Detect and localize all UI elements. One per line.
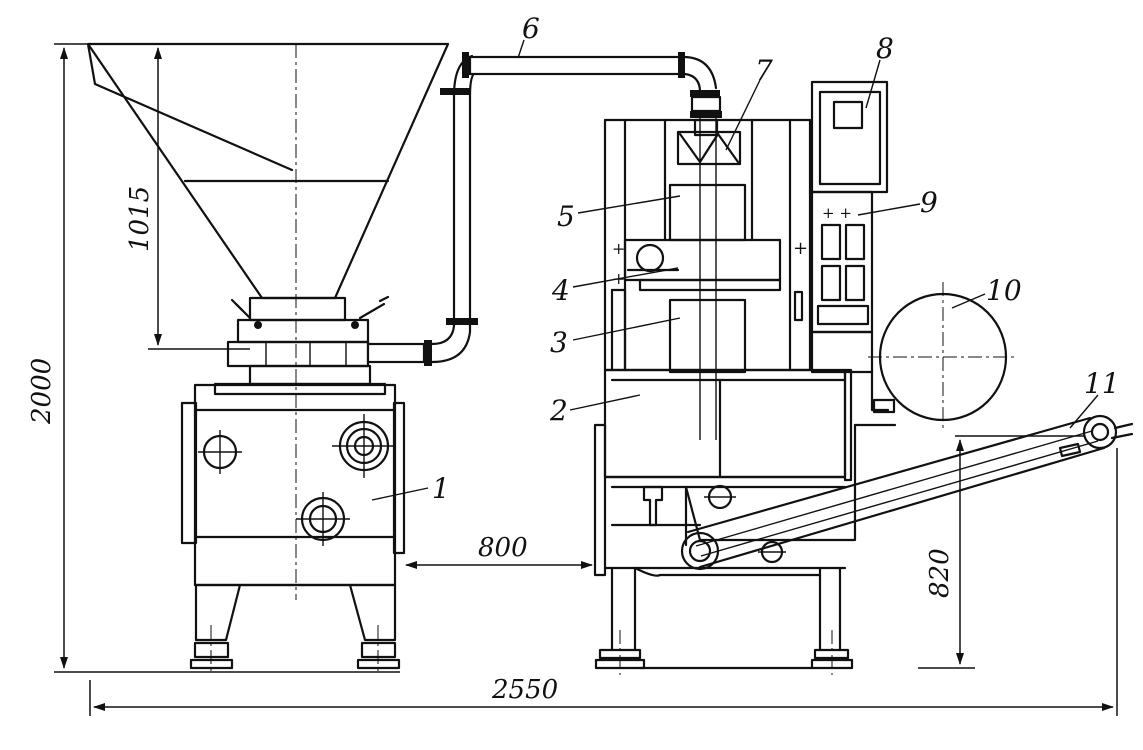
callout-leaders [371, 39, 1099, 501]
dim-gap: 800 [478, 533, 528, 563]
reel [868, 282, 1018, 432]
dosing-unit-body [180, 383, 406, 587]
svg-text:+ +: + + [822, 204, 852, 222]
packing-base [593, 368, 854, 675]
dimension-labels: 2000 1015 800 820 2550 [27, 186, 955, 705]
callout-9: 9 [920, 186, 938, 219]
callout-5: 5 [557, 200, 575, 233]
callout-1: 1 [432, 472, 450, 505]
conveyor [680, 414, 1134, 571]
callout-8: 8 [876, 32, 894, 65]
callout-2: 2 [549, 394, 568, 427]
control-cabinet: + + [810, 80, 889, 374]
dim-hopper-height: 1015 [125, 186, 155, 252]
dim-overall-height: 2000 [27, 358, 57, 425]
callout-11: 11 [1084, 367, 1120, 400]
callout-10: 10 [986, 274, 1022, 307]
callout-3: 3 [550, 326, 568, 359]
dim-conveyor-height: 820 [925, 548, 955, 598]
callout-7: 7 [755, 54, 773, 87]
sealing-unit: + + + [610, 238, 808, 372]
pipeline [366, 52, 722, 366]
dosing-unit-legs [189, 583, 401, 675]
svg-text:+: + [793, 238, 808, 259]
svg-text:+: + [612, 239, 625, 258]
callout-4: 4 [551, 274, 570, 307]
callout-labels: 1 2 3 4 5 6 7 8 9 10 11 [432, 12, 1120, 505]
callout-6: 6 [522, 12, 540, 45]
dimensions [54, 43, 1118, 716]
hopper-neck [213, 295, 390, 396]
dim-overall-length: 2550 [491, 675, 558, 705]
